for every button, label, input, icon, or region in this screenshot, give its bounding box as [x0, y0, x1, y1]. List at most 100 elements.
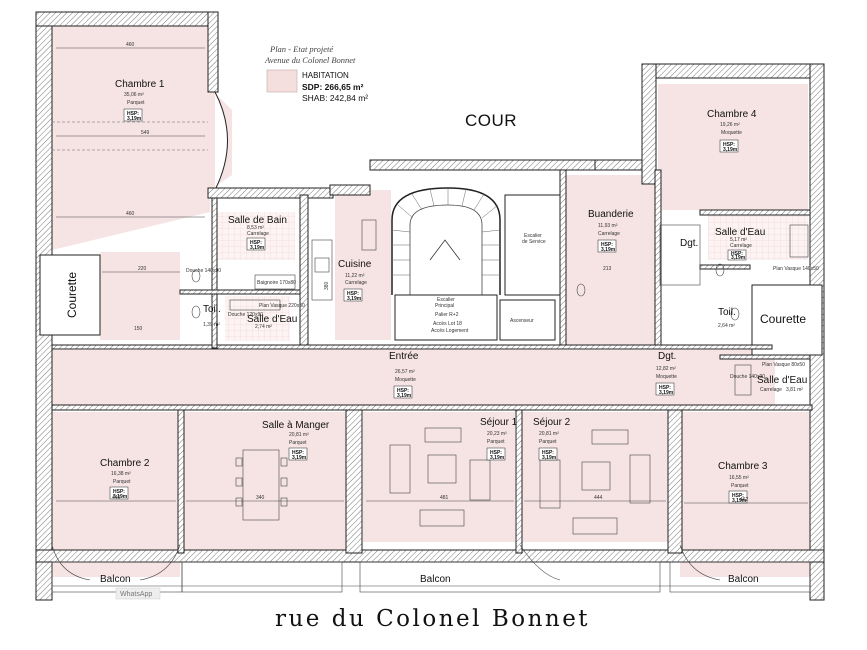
escalier-line2: Principal: [435, 303, 454, 309]
escalier-line1: Escalier: [437, 297, 455, 303]
balcon2-name: Balcon: [420, 574, 451, 585]
legend-title-1: Plan - Etat projeté: [269, 44, 334, 54]
dgt1-name: Dgt.: [680, 238, 698, 249]
chambre1-hsp: HSP:: [127, 111, 139, 117]
sde2-hsp-val: 3,19m: [731, 255, 746, 261]
sdb-area: 8,53 m²: [247, 225, 264, 231]
douche2-label: Douche 120x90: [228, 312, 263, 318]
corridor-left-fill: [100, 252, 180, 340]
chambre1-hsp-val: 3,19m: [127, 116, 142, 122]
escalier-service-1: Escalier: [524, 233, 542, 239]
sdb-fill: [215, 212, 295, 260]
salle-manger-name: Salle à Manger: [262, 420, 330, 431]
dim-sej2: 444: [594, 495, 603, 501]
chambre1-floor: Parquet: [127, 100, 145, 106]
chambre3-hsp: HSP:: [732, 493, 744, 499]
salle-manger-hsp-val: 3,19m: [292, 455, 307, 461]
chambre2-hsp-val: 3,19m: [113, 494, 128, 500]
sejour2-fill: [522, 412, 668, 542]
chambre3-hsp-val: 3,19m: [732, 498, 747, 504]
legend-category: HABITATION: [302, 71, 349, 80]
dim-sej1: 481: [440, 495, 449, 501]
sde1-area: 2,74 m²: [255, 324, 272, 330]
salle-manger-fill: [182, 412, 346, 550]
main-staircase: [391, 187, 561, 341]
plan-vasque1-label: Plan Vasque 220x50: [259, 303, 305, 309]
legend-shab: SHAB: 242,84 m²: [302, 93, 368, 103]
toil2-area: 2,64 m²: [718, 323, 735, 329]
chambre2-area: 16,38 m²: [111, 471, 131, 477]
dim-ch1-mid: 549: [141, 130, 150, 136]
cuisine-fill: [335, 190, 391, 340]
plan-vasque3-label: Plan Vasque 80x50: [762, 362, 805, 368]
sdb-hsp-val: 3,19m: [250, 245, 265, 251]
sde1-fill: [225, 296, 290, 341]
sejour1-name: Séjour 1: [480, 417, 518, 428]
dim-buand-w: 213: [603, 266, 612, 272]
courette1-name: Courette: [65, 272, 79, 318]
toil1-name: Toil.: [203, 304, 221, 315]
sejour1-fill: [363, 412, 515, 542]
escalier-service-2: de Service: [522, 239, 546, 245]
dimensions: 460 549 460 440 340 481 444 462 220 150 …: [56, 42, 808, 504]
chambre4-name: Chambre 4: [707, 109, 757, 120]
cour-label: COUR: [465, 111, 517, 130]
sejour2-name: Séjour 2: [533, 417, 571, 428]
legend-sdp: SDP: 266,65 m²: [302, 82, 364, 92]
fixture-labels: Douche 140x90 Baignoire 170x80 Plan Vasq…: [186, 266, 819, 380]
sde2-fill: [708, 210, 808, 260]
chambre1-area: 35,06 m²: [124, 92, 144, 98]
chambre4-floor: Moquette: [721, 130, 742, 136]
sdb-hsp: HSP:: [250, 240, 262, 246]
cuisine-hsp: HSP:: [347, 291, 359, 297]
dim-entree-w: 220: [138, 266, 147, 272]
sejour2-floor: Parquet: [539, 439, 557, 445]
buanderie-area: 11,93 m²: [598, 223, 618, 229]
entree-hsp: HSP:: [397, 388, 409, 394]
sejour1-hsp: HSP:: [490, 450, 502, 456]
watermark-box: [115, 587, 161, 600]
chambre2-hsp: HSP:: [113, 489, 125, 495]
dgt2-hsp: HSP:: [659, 385, 671, 391]
baignoire-label: Baignoire 170x80: [257, 280, 296, 286]
dgt2-name: Dgt.: [658, 351, 676, 362]
sdb-name: Salle de Bain: [228, 215, 287, 226]
sejour1-floor: Parquet: [487, 439, 505, 445]
sejour2-area: 20,81 m²: [539, 431, 559, 437]
balconies: [51, 544, 811, 593]
sde2-hsp: HSP:: [731, 251, 743, 257]
plan-vasque2-label: Plan Vasque 140x50: [773, 266, 819, 272]
toil1-area: 1,39 m²: [203, 322, 220, 328]
sde2-name: Salle d'Eau: [715, 227, 765, 238]
street-caption: rue du Colonel Bonnet: [275, 606, 590, 632]
sde3-area: 3,81 m²: [786, 387, 803, 393]
dim-ch3: 462: [740, 497, 749, 503]
chambre2-floor: Parquet: [113, 479, 131, 485]
sejour2-hsp-val: 3,19m: [542, 455, 557, 461]
entree-hsp-val: 3,19m: [397, 393, 412, 399]
cuisine-hsp-val: 3,19m: [347, 296, 362, 302]
entree-area: 26,57 m²: [395, 369, 415, 375]
sdb-floor: Carrelage: [247, 231, 269, 237]
legend-title-2: Avenue du Colonel Bonnet: [264, 55, 356, 65]
chambre3-floor: Parquet: [731, 483, 749, 489]
ascenseur-name: Ascenseur: [510, 318, 534, 324]
buanderie-hsp-val: 3,19m: [601, 247, 616, 253]
sde2-area: 5,17 m²: [730, 237, 747, 243]
dim-ch1-top: 460: [126, 42, 135, 48]
dim-ch2: 440: [112, 495, 121, 501]
watermark: WhatsApp: [120, 591, 152, 598]
main-corridor-fill: [40, 350, 775, 408]
legend-swatch: [266, 69, 298, 93]
chambre2-name: Chambre 2: [100, 458, 150, 469]
dgt2-hsp-val: 3,19m: [659, 390, 674, 396]
escalier-line4: Accès Lot 18: [433, 321, 462, 327]
dim-sam: 340: [256, 495, 265, 501]
room-fills: [40, 26, 810, 577]
salle-manger-floor: Parquet: [289, 440, 307, 446]
salle-manger-area: 20,81 m²: [289, 432, 309, 438]
sde3-name: Salle d'Eau: [757, 375, 807, 386]
cuisine-area: 11,22 m²: [345, 273, 365, 279]
douche3-label: Douche 140x90: [730, 374, 765, 380]
